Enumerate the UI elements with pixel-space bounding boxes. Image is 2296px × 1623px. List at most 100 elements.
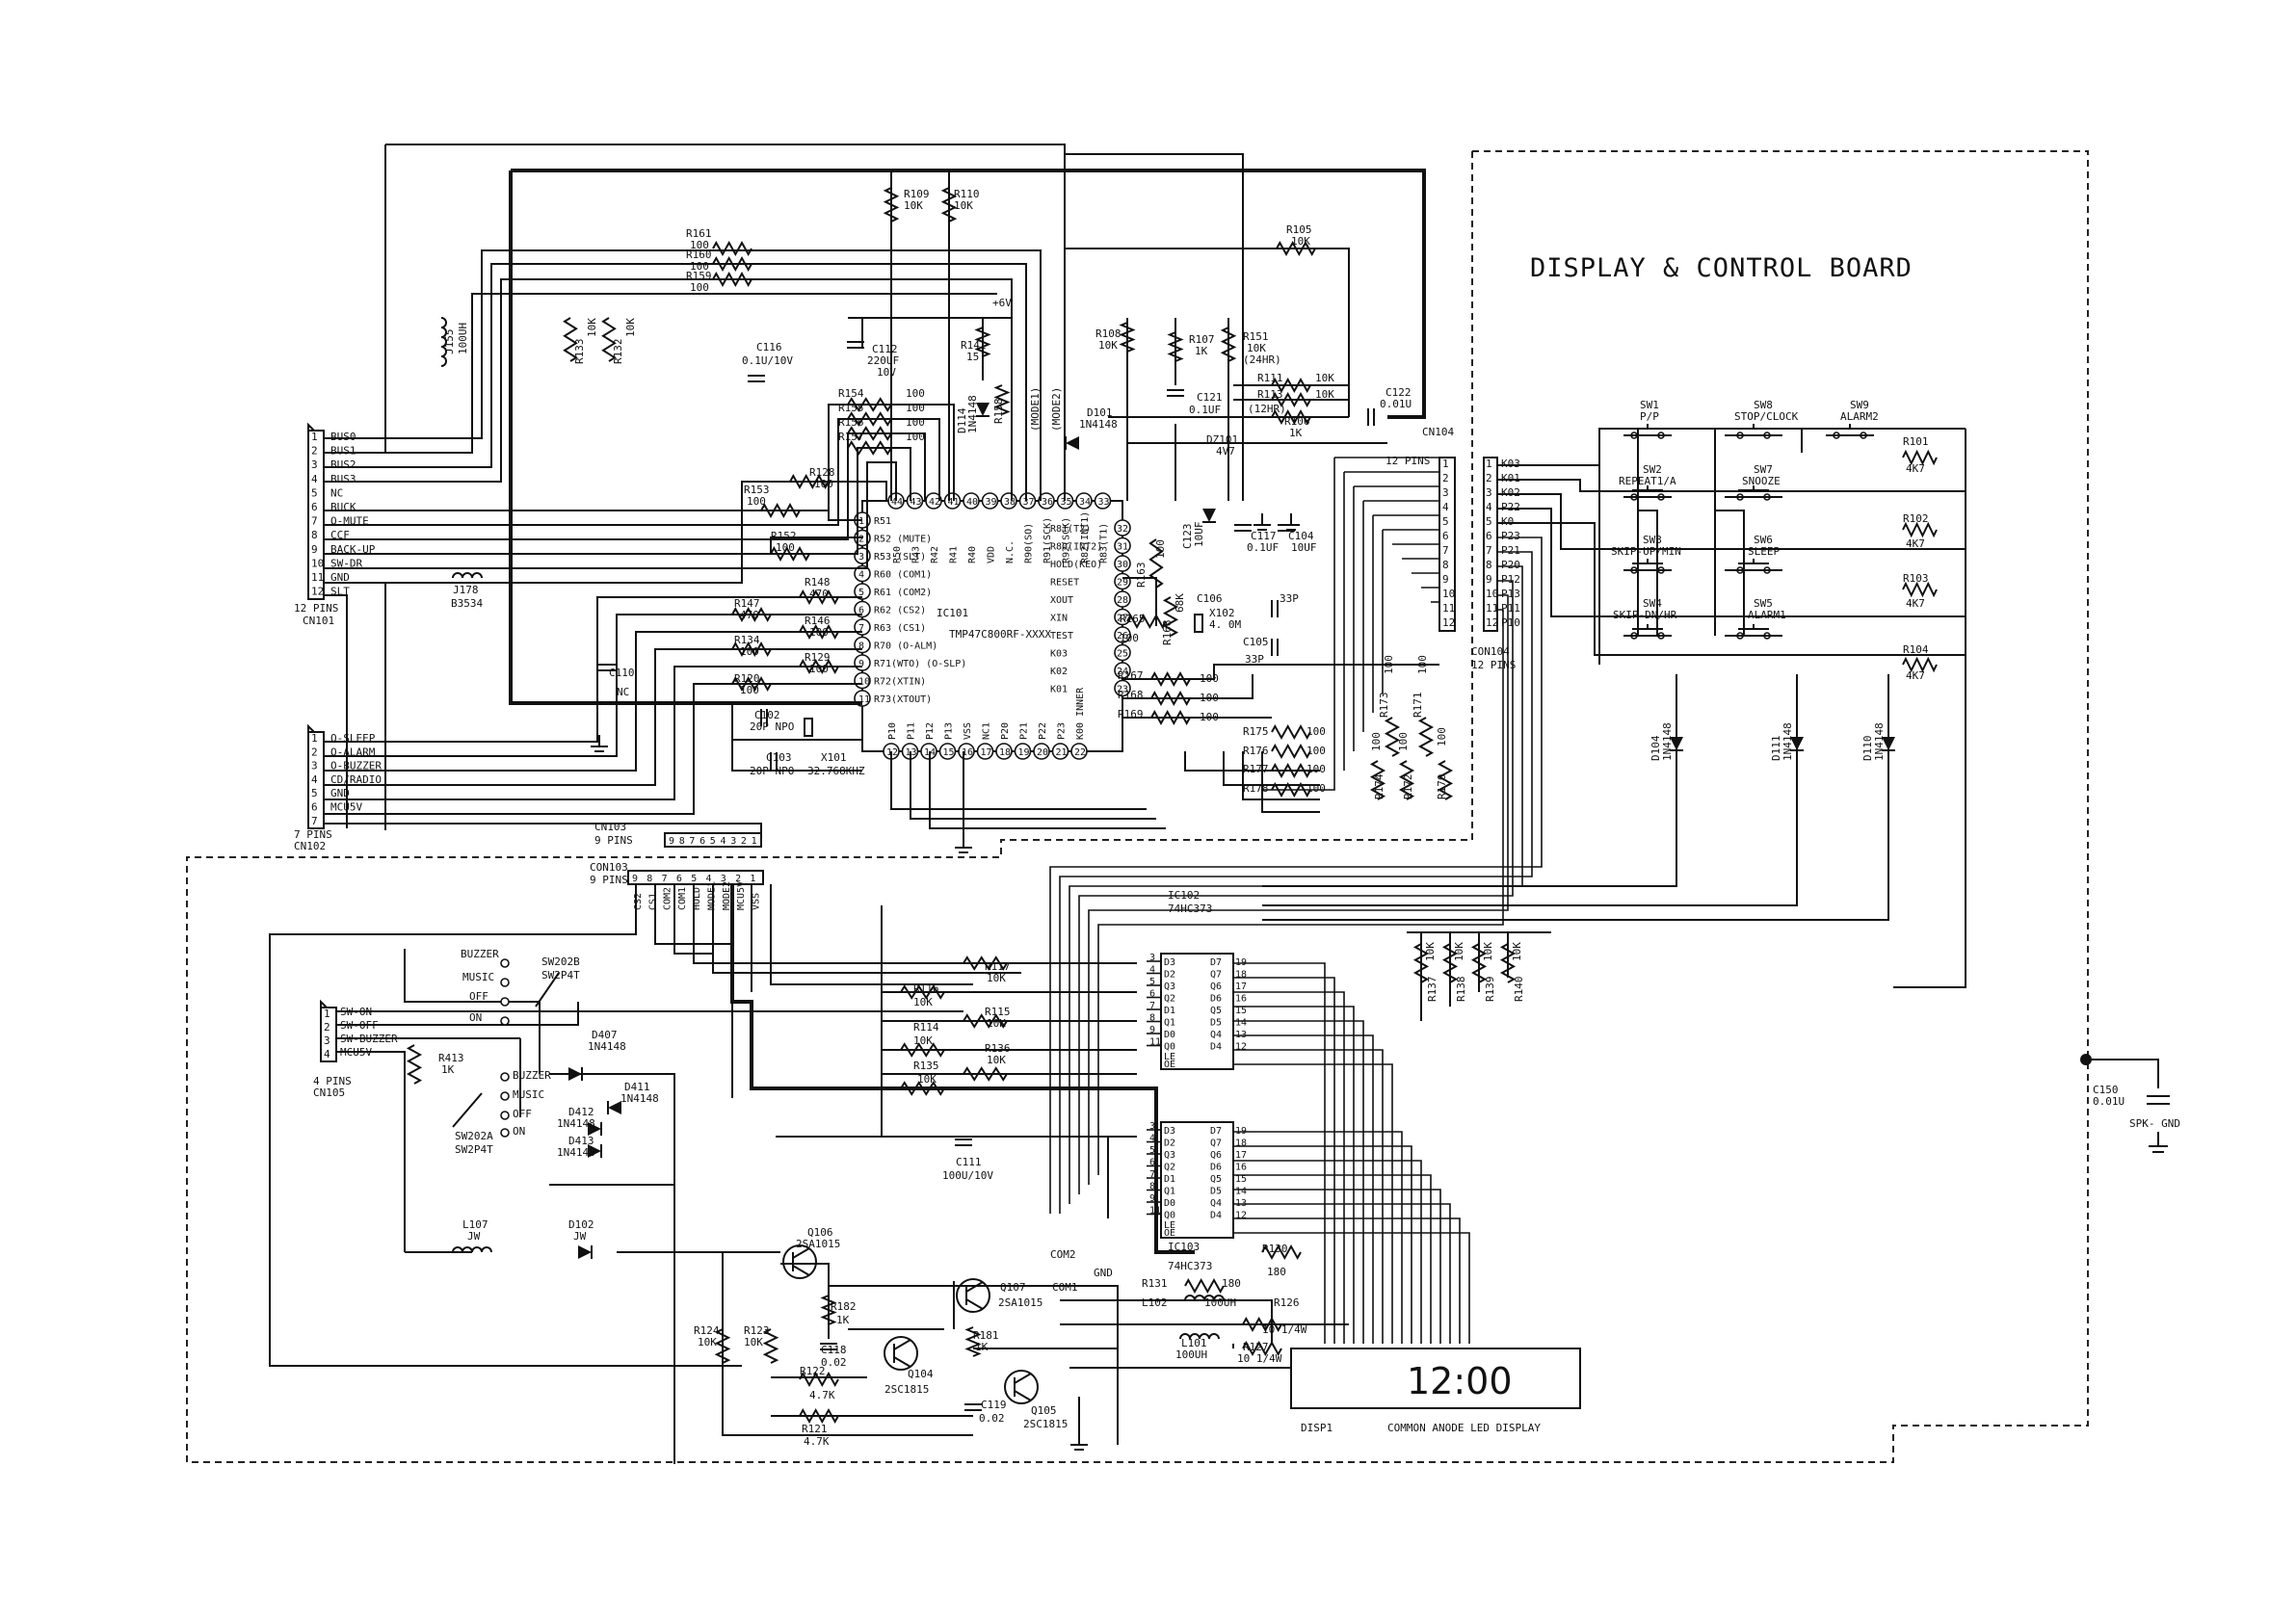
svg-text:SW4: SW4 xyxy=(1643,597,1662,610)
con103-pin-number: 2 xyxy=(735,874,741,884)
cn101-pin-number: 10 xyxy=(311,557,324,569)
ic101-part: TMP47C800RF-XXXX xyxy=(949,628,1051,641)
svg-text:10K: 10K xyxy=(954,199,973,212)
svg-text:R113: R113 xyxy=(1257,388,1283,401)
svg-text:180: 180 xyxy=(1222,1277,1241,1290)
svg-text:SW2P4T: SW2P4T xyxy=(455,1143,493,1156)
svg-text:R101: R101 xyxy=(1903,435,1929,448)
svg-text:R170: R170 xyxy=(1436,774,1448,800)
cn101-signal: GND xyxy=(330,571,350,584)
svg-text:R153: R153 xyxy=(744,484,770,496)
ic101-pin-number: 41 xyxy=(948,497,960,508)
svg-text:100: 100 xyxy=(906,416,925,429)
svg-text:R146: R146 xyxy=(805,615,831,627)
svg-text:4.7K: 4.7K xyxy=(809,1389,835,1401)
ic101-pin-name: RESET xyxy=(1050,578,1079,589)
resistor-symbol xyxy=(799,1407,839,1425)
svg-text:10K: 10K xyxy=(913,996,933,1008)
resistor-symbol xyxy=(712,271,752,288)
cn101-ref: CN101 xyxy=(303,615,334,627)
resistor-symbol xyxy=(1441,943,1459,983)
svg-text:0.1UF: 0.1UF xyxy=(1247,541,1279,554)
svg-text:10K: 10K xyxy=(1098,339,1118,352)
ic101-pin xyxy=(1075,492,1093,510)
inductor-symbol xyxy=(1184,1295,1225,1301)
ic101-pin-number: 21 xyxy=(1056,747,1068,758)
con104-pins: 12 PINS xyxy=(1471,659,1516,671)
cn102-pin-number: 4 xyxy=(311,773,318,786)
ic101-pin-name: R42 xyxy=(930,546,940,563)
ic101-pin xyxy=(854,583,871,600)
svg-text:R137: R137 xyxy=(1426,977,1438,1003)
svg-text:10V: 10V xyxy=(877,366,896,379)
ic101-pin xyxy=(981,492,999,510)
cn104-pin-number: 1 xyxy=(1442,458,1449,470)
svg-text:R163: R163 xyxy=(1135,563,1148,589)
diode-symbol xyxy=(1790,737,1804,750)
svg-text:(24HR): (24HR) xyxy=(1243,353,1281,366)
resistor-symbol xyxy=(1242,1340,1282,1357)
cn103-pins: 9 PINS xyxy=(594,834,633,847)
cn104-pin-number: 4 xyxy=(1442,501,1449,513)
svg-text:R104: R104 xyxy=(1903,643,1929,656)
cn102-pin-number: 1 xyxy=(311,732,318,745)
cn101-pin-number: 7 xyxy=(311,515,318,528)
svg-text:R131: R131 xyxy=(1142,1277,1168,1290)
svg-text:1N4148: 1N4148 xyxy=(966,395,979,433)
svg-text:R130: R130 xyxy=(1262,1243,1288,1255)
ic101-pin xyxy=(1114,555,1131,572)
svg-text:100: 100 xyxy=(906,402,925,414)
svg-text:R413: R413 xyxy=(438,1052,464,1064)
latch-le: LE xyxy=(1164,1220,1175,1231)
cn101-pin-number: 11 xyxy=(311,571,324,584)
svg-text:100: 100 xyxy=(1383,655,1395,674)
svg-text:1K: 1K xyxy=(1289,427,1303,439)
con104-pin-number: 10 xyxy=(1486,588,1498,600)
svg-text:R161: R161 xyxy=(686,227,712,240)
resistor-symbol xyxy=(900,1081,945,1096)
svg-text:SW8: SW8 xyxy=(1754,399,1773,411)
svg-text:10K: 10K xyxy=(904,199,923,212)
svg-text:100: 100 xyxy=(1306,782,1326,795)
svg-text:100: 100 xyxy=(1436,727,1448,746)
svg-text:SW7: SW7 xyxy=(1754,463,1773,476)
svg-text:R135: R135 xyxy=(913,1060,939,1072)
ic101-pin-name: R53 (SLT) xyxy=(874,552,926,563)
svg-text:SW2P4T: SW2P4T xyxy=(541,969,580,982)
svg-text:DZ101: DZ101 xyxy=(1206,433,1238,446)
ic101-pin-name: P22 xyxy=(1038,722,1048,740)
cn103-pin-number: 6 xyxy=(699,836,705,847)
cn104-pin-number: 8 xyxy=(1442,559,1449,571)
ic101-pin-name: R51 xyxy=(874,516,891,527)
svg-text:1N4148: 1N4148 xyxy=(1781,722,1794,761)
svg-text:C104: C104 xyxy=(1288,530,1314,542)
diode-symbol xyxy=(1202,509,1216,522)
cn105-pin-number: 4 xyxy=(324,1048,330,1060)
cn103-pin-number: 4 xyxy=(721,836,726,847)
ic101-pin-number: 6 xyxy=(858,606,864,616)
latch-pin-number: 17 xyxy=(1235,1150,1247,1161)
cn101-pin-number: 2 xyxy=(311,445,318,458)
svg-text:1N4148: 1N4148 xyxy=(620,1092,659,1105)
cn105-pins: 4 PINS xyxy=(313,1075,352,1087)
con103-pin-number: 1 xyxy=(750,874,755,884)
svg-text:OFF: OFF xyxy=(469,990,488,1003)
svg-text:2SA1015: 2SA1015 xyxy=(998,1296,1042,1309)
sw5: SW5 ALARM1 xyxy=(1725,597,1786,637)
con104-signal: P21 xyxy=(1501,544,1520,557)
resistor-symbol xyxy=(1150,709,1191,726)
svg-text:100: 100 xyxy=(1306,745,1326,757)
cn101-pin-number: 5 xyxy=(311,486,318,499)
svg-text:R165: R165 xyxy=(1120,613,1146,625)
ic101-pin-number: 16 xyxy=(962,747,973,758)
transistor-symbol xyxy=(884,1336,918,1371)
resistor-symbol xyxy=(847,397,892,412)
cn102-ref: CN102 xyxy=(294,840,326,852)
latch-pin-name: Q4 xyxy=(1210,1198,1222,1209)
ic101-pin xyxy=(854,564,871,583)
cn105-pin-number: 2 xyxy=(324,1021,330,1034)
svg-text:SW2: SW2 xyxy=(1643,463,1662,476)
ic101-pin-number: 40 xyxy=(966,497,978,508)
